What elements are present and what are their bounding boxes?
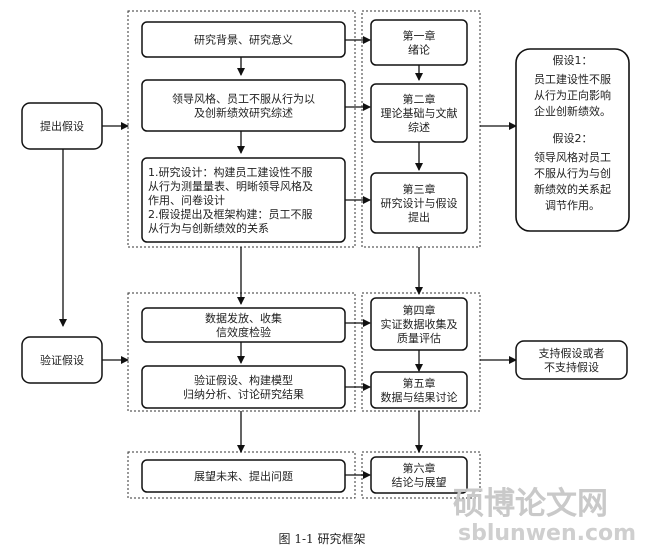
process-box-background-border (141, 21, 346, 58)
chapter-box-ch5-border (370, 371, 468, 409)
chapter-box-ch1-border (370, 19, 468, 66)
process-box-data-border (141, 307, 346, 343)
hypothesis-line: 新绩效的关系起 (534, 182, 611, 196)
process-box-verify_model-line: 验证假设、构建模型 (194, 373, 293, 387)
process-box-design-border (141, 157, 346, 243)
left-box-propose-line: 提出假设 (40, 119, 84, 133)
chapter-box-ch6-line: 结论与展望 (392, 475, 447, 489)
process-box-verify_model-line: 归纳分析、讨论研究结果 (183, 387, 304, 401)
hypothesis-line: 假设1： (553, 53, 593, 67)
hypothesis-line: 企业创新绩效。 (534, 104, 611, 118)
process-box-design-line: 2.假设提出及框架构建：员工不服 (148, 207, 313, 221)
left-box-verify-border (21, 336, 103, 384)
process-box-design-line: 从行为测量量表、明晰领导风格及 (148, 179, 313, 193)
hypothesis-line: 从行为正向影响 (534, 88, 611, 102)
process-box-data-line: 数据发放、收集 (205, 311, 282, 325)
left-box-propose-border (21, 102, 103, 150)
chapter-box-ch2-line: 理论基础与文献 (381, 106, 458, 120)
chapter-box-ch2-line: 第二章 (403, 92, 436, 106)
hypothesis-line: 假设2： (553, 131, 593, 145)
chapter-box-ch3-line: 研究设计与假设 (381, 196, 458, 210)
result-box-line: 支持假设或者 (539, 346, 605, 360)
process-box-outlook: 展望未来、提出问题 (141, 459, 346, 493)
hypothesis-line: 不服从行为与创 (534, 167, 611, 180)
left-box-verify: 验证假设 (21, 336, 103, 384)
chapter-box-ch4-border (370, 297, 468, 351)
frame-right-mid (361, 292, 481, 412)
left-box-propose: 提出假设 (21, 102, 103, 150)
chapter-box-ch2-line: 综述 (408, 120, 430, 134)
hypothesis-line: 领导风格对员工 (534, 150, 611, 164)
process-box-design: 1.研究设计：构建员工建设性不服从行为测量量表、明晰领导风格及作用、问卷设计2.… (141, 157, 346, 243)
process-box-design-line: 从行为与创新绩效的关系 (148, 221, 269, 235)
process-box-data-line: 信效度检验 (216, 325, 271, 339)
process-box-outlook-line: 展望未来、提出问题 (194, 469, 293, 483)
watermark-cn: 硕博论文网 (453, 486, 608, 522)
chapter-box-ch2-border (370, 83, 468, 143)
process-box-review-line: 及创新绩效研究综述 (194, 106, 293, 120)
connectors (59, 36, 517, 479)
process-box-background-line: 研究背景、研究意义 (194, 33, 293, 47)
chapter-box-ch5-line: 数据与结果讨论 (381, 390, 458, 404)
process-box-design-line: 作用、问卷设计 (148, 193, 225, 207)
result-box-border (515, 340, 628, 380)
chapter-box-ch5-line: 第五章 (403, 376, 436, 390)
frame-right-top (361, 10, 481, 248)
chapter-box-ch1-line: 绪论 (408, 43, 430, 57)
chapter-box-ch4-line: 第四章 (403, 303, 436, 317)
chapter-box-ch4-line: 质量评估 (397, 332, 441, 345)
hypothesis-box-border (515, 48, 630, 232)
chapter-box-ch6-line: 第六章 (403, 461, 436, 475)
chapter-box-ch4-line: 实证数据收集及 (381, 317, 458, 331)
chapter-box-ch6-border (370, 456, 468, 494)
chapter-box-ch3-border (370, 172, 468, 234)
process-box-outlook-border (141, 459, 346, 493)
left-box-verify-line: 验证假设 (40, 353, 84, 367)
chapter-box-ch3-line: 提出 (408, 210, 430, 224)
process-box-review-line: 领导风格、员工不服从行为以 (172, 92, 315, 106)
process-box-design-line: 1.研究设计：构建员工建设性不服 (148, 165, 313, 179)
process-box-background: 研究背景、研究意义 (141, 21, 346, 58)
figure-caption: 图 1-1 研究框架 (279, 531, 366, 546)
process-box-verify_model-border (141, 365, 346, 409)
chapter-box-ch1-line: 第一章 (403, 29, 436, 43)
watermark-en: sblunwen.com (458, 521, 636, 546)
chapter-box-ch3-line: 第三章 (403, 182, 436, 196)
hypothesis-line: 调节作用。 (545, 199, 600, 212)
hypothesis-line: 员工建设性不服 (534, 72, 611, 86)
process-box-review-border (141, 79, 346, 132)
result-box-line: 不支持假设 (544, 360, 599, 374)
